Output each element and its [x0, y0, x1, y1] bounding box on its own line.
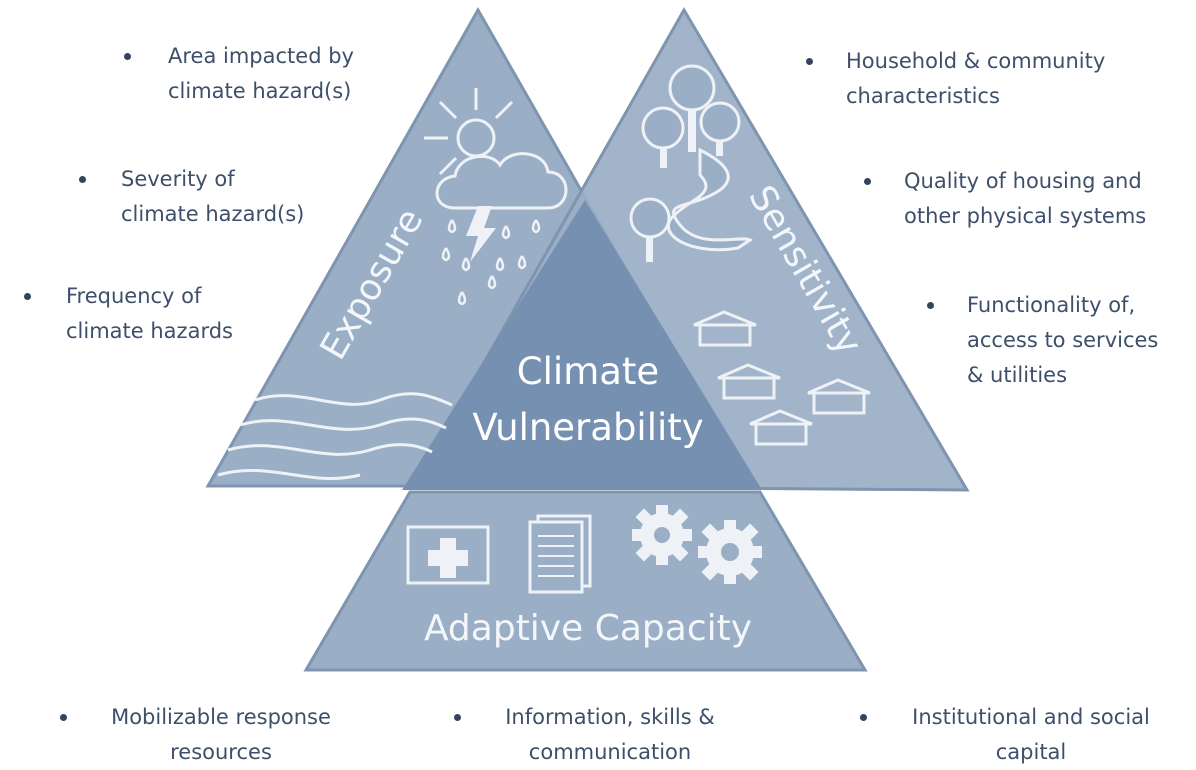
bullet-text-line: & utilities [967, 363, 1068, 387]
bullet-dot [24, 293, 31, 300]
bullet-text-line: Functionality of, [967, 293, 1136, 317]
gears-icon [632, 505, 762, 584]
rain-icon [441, 219, 541, 306]
bullet-text-line: Household & community [846, 49, 1106, 73]
bullet-text-line: climate hazard(s) [121, 202, 305, 226]
bullet-text-line: climate hazards [66, 319, 233, 343]
climate-vulnerability-center [402, 200, 762, 490]
storm-cloud-icon [435, 152, 568, 210]
bullet-dot [79, 176, 86, 183]
sensitivity-bullet: Household & community characteristics [806, 44, 1106, 114]
bullet-dot [124, 53, 131, 60]
exposure-bullet: Frequency of climate hazards [24, 279, 233, 349]
bullet-text-line: Information, skills & [505, 705, 715, 729]
bullet-text-line: climate hazard(s) [168, 79, 352, 103]
bullet-text-line: other physical systems [904, 204, 1147, 228]
bullet-dot [806, 58, 813, 65]
bullet-dot [860, 714, 867, 721]
bullet-dot [454, 714, 461, 721]
bullet-dot [864, 178, 871, 185]
center-title-line1: Climate [517, 350, 659, 393]
trees-icon [629, 64, 741, 262]
adaptive-capacity-label: Adaptive Capacity [424, 608, 752, 649]
bullet-text-line: Quality of housing and [904, 169, 1142, 193]
bullet-text-line: capital [995, 740, 1067, 764]
bullet-text-line: Frequency of [66, 284, 202, 308]
bullet-text-line: Area impacted by [168, 44, 354, 68]
river-icon [666, 147, 753, 252]
bullet-text-line: Mobilizable response [111, 705, 331, 729]
bullet-text-line: Severity of [121, 167, 235, 191]
waves-icon [217, 392, 453, 480]
sensitivity-bullet: Functionality of, access to services & u… [927, 288, 1159, 393]
exposure-bullet: Severity of climate hazard(s) [79, 162, 305, 232]
first-aid-kit-icon [406, 525, 490, 585]
house-icon [693, 310, 871, 446]
bullet-dot [60, 714, 67, 721]
capacity-bullet: Mobilizable response resources [60, 700, 346, 770]
capacity-bullet: Institutional and social capital [860, 700, 1166, 770]
center-title-line2: Vulnerability [472, 406, 703, 449]
lightning-icon [466, 206, 496, 262]
bullet-dot [927, 302, 934, 309]
bullet-text-line: access to services [967, 328, 1159, 352]
bullet-text-line: characteristics [846, 84, 1000, 108]
exposure-bullet: Area impacted by climate hazard(s) [124, 39, 354, 109]
bullet-text-line: communication [528, 740, 692, 764]
sensitivity-bullet: Quality of housing and other physical sy… [864, 164, 1147, 234]
bullet-text-line: resources [170, 740, 272, 764]
capacity-bullet: Information, skills & communication [454, 700, 730, 770]
bullet-text-line: Institutional and social [912, 705, 1150, 729]
documents-icon [528, 514, 592, 594]
